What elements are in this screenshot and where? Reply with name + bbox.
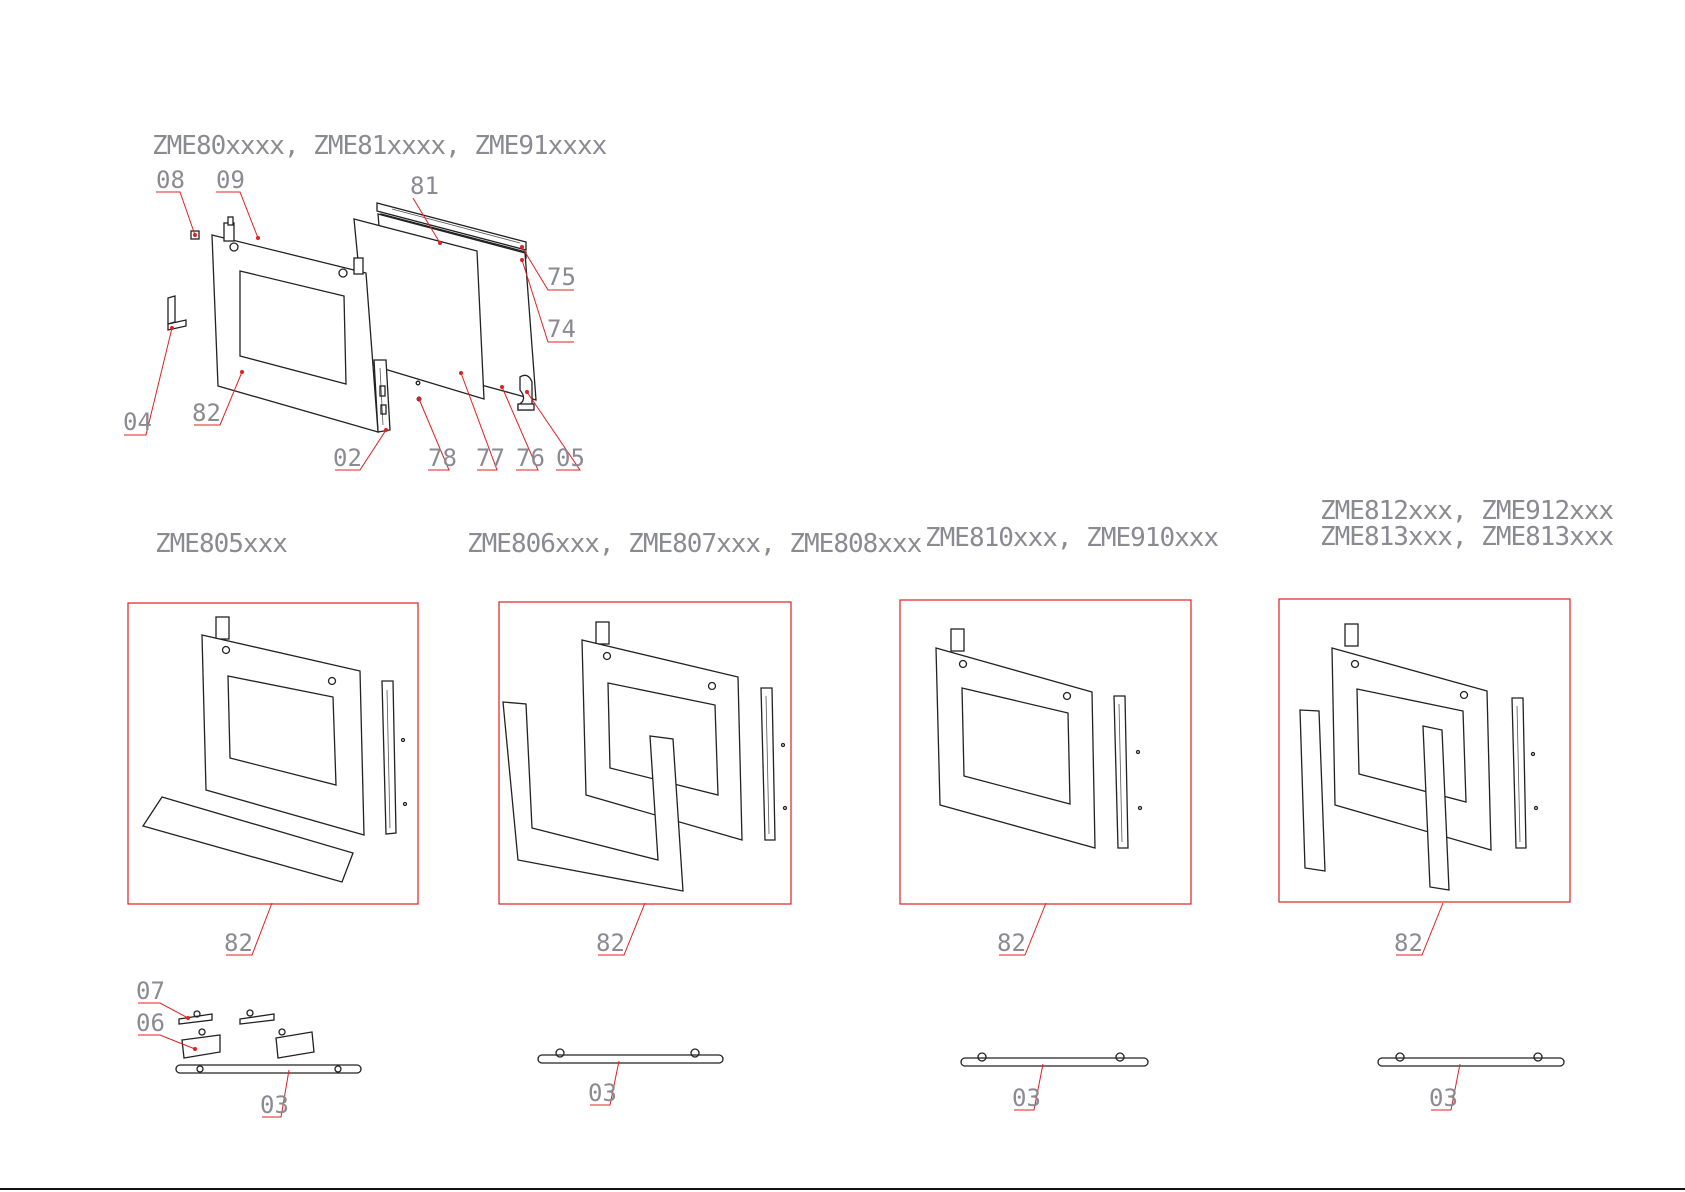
variant-1-handle-parts [176,1010,361,1073]
variant-2-label-82: 82 [596,929,625,957]
variant-4-label-82: 82 [1394,929,1423,957]
variant-1-door-assembly [202,617,407,835]
label-04: 04 [123,408,152,436]
variant-4-handle [1378,1053,1564,1066]
variant-2-door-assembly [582,622,787,840]
variant-1-label-06: 06 [136,1009,165,1037]
label-02: 02 [333,444,362,472]
variant-1-title: ZME805xxx [155,529,287,559]
screw-78a [416,381,420,385]
main-exploded-view [168,203,536,432]
label-81: 81 [410,172,439,200]
variant-2-title: ZME806xxx, ZME807xxx, ZME808xxx [467,529,922,559]
label-78: 78 [428,444,457,472]
variant-2-label-03: 03 [588,1079,617,1107]
bracket-part-04 [168,296,186,330]
variant-4-glass-left [1300,710,1325,871]
variant-1-label-03: 03 [260,1091,289,1119]
label-09: 09 [216,166,245,194]
label-82: 82 [192,399,221,427]
variant-3-label-82: 82 [997,929,1026,957]
variant-3-door-assembly [936,629,1142,848]
main-title: ZME80xxxx, ZME81xxxx, ZME91xxxx [152,131,607,161]
variant-3-label-03: 03 [1012,1084,1041,1112]
variant-2-handle [538,1049,723,1063]
variant-4-label-03: 03 [1429,1084,1458,1112]
clip-part-09 [224,217,234,241]
label-77: 77 [476,444,505,472]
variant-4-title-line2: ZME813xxx, ZME813xxx [1320,522,1613,552]
variant-1-label-07: 07 [136,977,165,1005]
clip-right [354,258,363,274]
front-glass-82 [212,235,378,432]
label-76: 76 [516,444,545,472]
label-05: 05 [556,444,585,472]
label-08: 08 [156,166,185,194]
variant-1-label-82: 82 [224,929,253,957]
variant-3-title: ZME810xxx, ZME910xxx [925,523,1218,553]
label-74: 74 [547,315,576,343]
variant-3-handle [961,1053,1148,1066]
label-75: 75 [547,263,576,291]
